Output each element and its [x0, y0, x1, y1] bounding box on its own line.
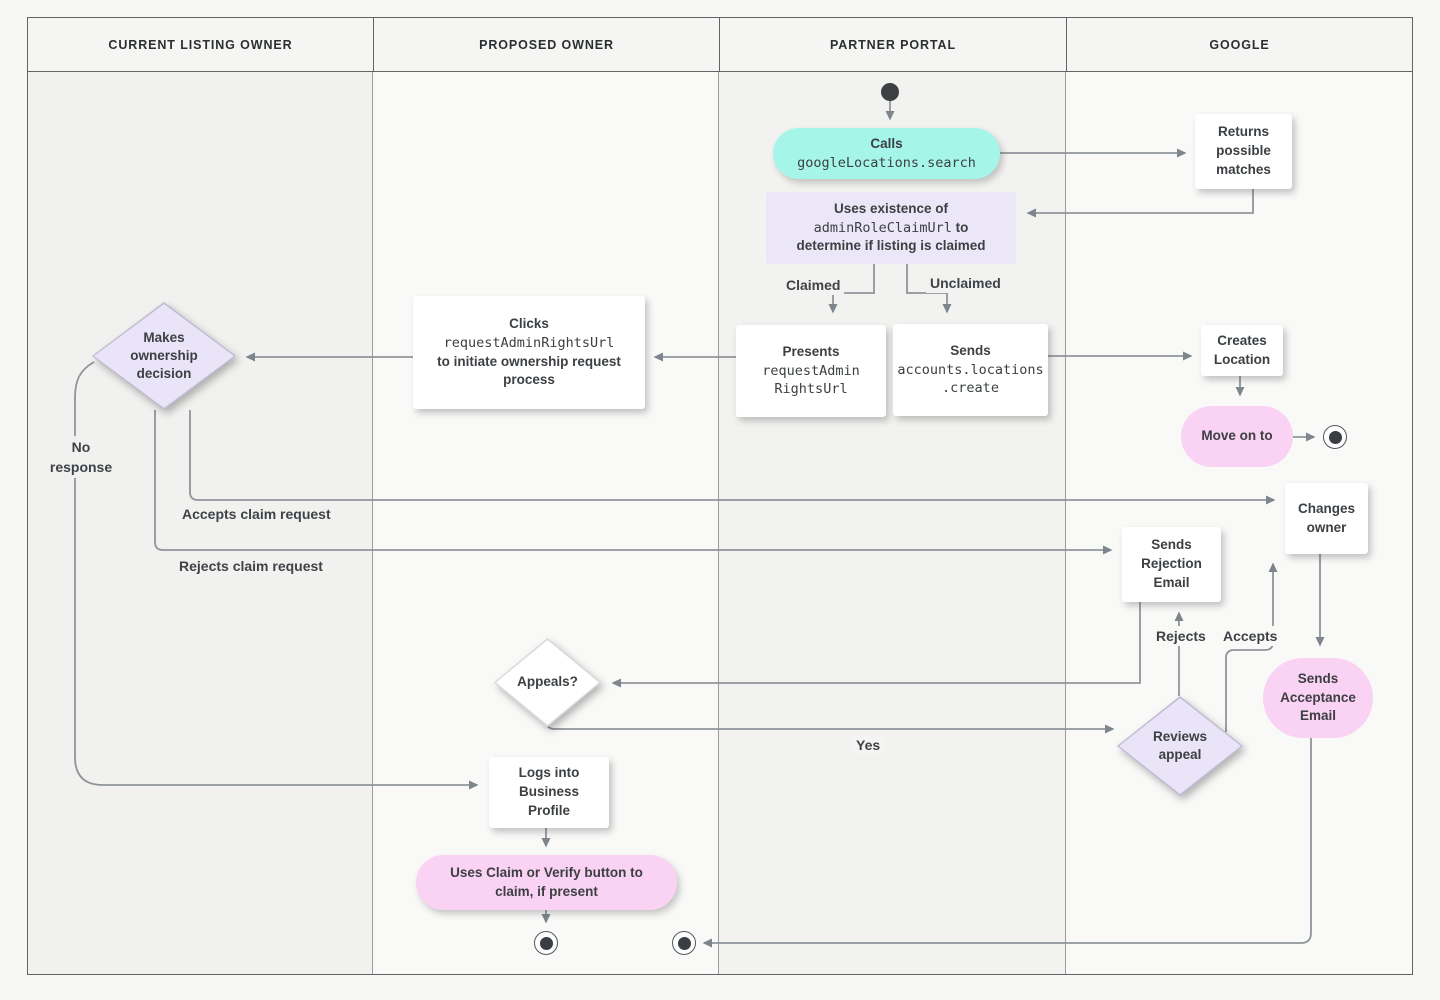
node-code: adminRoleClaimUrl: [813, 219, 952, 236]
makes-ownership-decision: Makes ownership decision: [92, 302, 236, 410]
clicks-request-admin-rights-url-node: Clicks requestAdminRightsUrl to initiate…: [413, 296, 645, 409]
uses-existence-node: Uses existence of adminRoleClaimUrl to d…: [766, 192, 1016, 264]
end-node-inner-dot: [677, 936, 691, 950]
end-node-create-flow: [1323, 425, 1347, 449]
node-text: Creates Location: [1213, 332, 1271, 367]
node-title: Sends: [950, 342, 991, 358]
node-code-line2: RightsUrl: [774, 381, 848, 398]
uses-claim-or-verify-node: Uses Claim or Verify button to claim, if…: [416, 855, 677, 910]
lane-header-label: PROPOSED OWNER: [479, 37, 614, 52]
node-title: Clicks: [509, 315, 549, 331]
sends-rejection-email-node: Sends Rejection Email: [1122, 527, 1221, 602]
node-text: Returns possible matches: [1216, 124, 1271, 177]
lane-header-label: CURRENT LISTING OWNER: [108, 37, 293, 52]
node-title: Presents: [782, 343, 840, 359]
returns-possible-matches-node: Returns possible matches: [1195, 114, 1292, 189]
edge-label-rejects: Rejects: [1152, 626, 1210, 646]
node-text: Uses Claim or Verify button to claim, if…: [450, 864, 643, 899]
node-line2-suffix: to: [951, 219, 969, 235]
node-code-line2: .create: [942, 380, 999, 397]
node-text: Appeals?: [517, 674, 578, 690]
node-rest: to initiate ownership request process: [437, 353, 621, 388]
edge-label-no-response: No response: [38, 436, 124, 478]
end-node-acceptance-flow: [672, 931, 696, 955]
lane-header-label: PARTNER PORTAL: [829, 37, 957, 52]
move-on-to-node: Move on to: [1181, 406, 1293, 467]
node-text: Reviews appeal: [1152, 728, 1208, 762]
edge-label-accepts: Accepts: [1219, 626, 1282, 646]
sends-accounts-locations-create-node: Sends accounts.locations .create: [893, 324, 1048, 416]
node-line1: Uses existence of: [833, 200, 949, 216]
end-node-inner-dot: [539, 936, 553, 950]
node-line3: determine if listing is claimed: [796, 238, 986, 254]
lane-header-label: GOOGLE: [1209, 37, 1270, 52]
reviews-appeal-decision: Reviews appeal: [1117, 696, 1243, 796]
node-text: Move on to: [1201, 428, 1273, 444]
calls-google-locations-search-node: Calls googleLocations.search: [773, 128, 1000, 179]
appeals-decision: Appeals?: [494, 638, 601, 727]
node-text: Makes ownership decision: [130, 329, 198, 382]
end-node-inner-dot: [1328, 430, 1342, 444]
lane-header-google: GOOGLE: [1066, 17, 1413, 72]
node-code: requestAdminRightsUrl: [443, 334, 615, 351]
lane-header-current-listing-owner: CURRENT LISTING OWNER: [27, 17, 374, 72]
node-text: Logs into Business Profile: [518, 765, 580, 818]
presents-request-admin-rights-url-node: Presents requestAdmin RightsUrl: [736, 325, 886, 417]
edge-label-accepts-claim-request: Accepts claim request: [178, 504, 335, 524]
edge-label-yes: Yes: [852, 735, 885, 755]
changes-owner-node: Changes owner: [1285, 483, 1368, 554]
node-code: googleLocations.search: [797, 154, 976, 171]
lane-header-proposed-owner: PROPOSED OWNER: [373, 17, 720, 72]
start-node: [881, 83, 899, 101]
edge-label-unclaimed: Unclaimed: [926, 273, 1005, 293]
node-text: Changes owner: [1297, 500, 1355, 535]
node-text: Sends Rejection Email: [1141, 537, 1202, 590]
node-code-line1: accounts.locations: [897, 361, 1044, 378]
node-code-line1: requestAdmin: [762, 362, 860, 379]
node-title: Calls: [870, 135, 903, 151]
logs-into-business-profile-node: Logs into Business Profile: [489, 757, 609, 828]
lane-header-partner-portal: PARTNER PORTAL: [719, 17, 1067, 72]
node-text: Sends Acceptance Email: [1280, 670, 1356, 724]
end-node-claim-flow: [534, 931, 558, 955]
edge-label-rejects-claim-request: Rejects claim request: [175, 556, 327, 576]
creates-location-node: Creates Location: [1201, 325, 1283, 376]
node-line2: adminRoleClaimUrl to: [814, 219, 969, 238]
edge-label-claimed: Claimed: [782, 275, 845, 295]
sends-acceptance-email-node: Sends Acceptance Email: [1263, 658, 1373, 738]
